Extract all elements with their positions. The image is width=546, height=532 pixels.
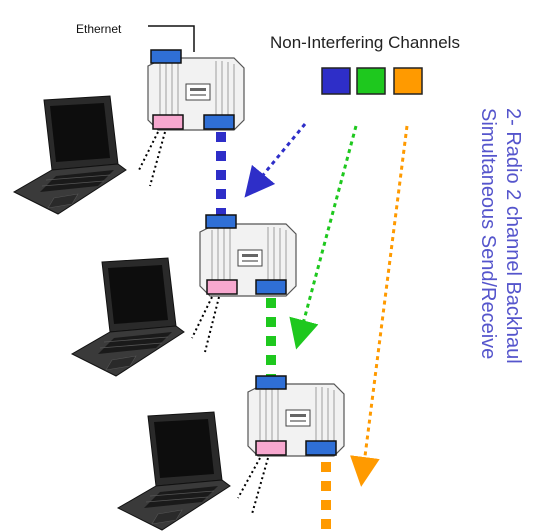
- channel-swatch-green: [356, 67, 386, 95]
- radio-port-top: [150, 49, 182, 64]
- laptop-icon: [13, 95, 127, 215]
- wireless-client-link: [237, 457, 261, 499]
- laptop-icon: [71, 257, 185, 377]
- radio-port-blue: [255, 279, 287, 295]
- channel-swatch-blue: [321, 67, 351, 95]
- radio-port-blue: [203, 114, 235, 130]
- mesh-node-1: [13, 49, 245, 215]
- radio-port-pink: [206, 279, 238, 295]
- side-caption-line1: 2- Radio 2 channel Backhaul: [502, 108, 524, 364]
- channel-swatch-orange: [393, 67, 423, 95]
- wireless-client-link: [191, 296, 213, 339]
- wireless-client-link: [149, 131, 166, 187]
- radio-port-blue: [305, 440, 337, 456]
- side-caption-line2: Simultaneous Send/Receive: [477, 108, 499, 359]
- ethernet-callout-line: [148, 25, 195, 52]
- laptop-icon: [117, 411, 231, 531]
- channels-label: Non-Interfering Channels: [270, 33, 460, 52]
- channel-arrow-green: [289, 125, 358, 350]
- ethernet-label: Ethernet: [76, 22, 122, 36]
- radio-port-pink: [152, 114, 184, 130]
- radio-port-top: [205, 214, 237, 229]
- mesh-node-3: [117, 375, 345, 531]
- radio-port-pink: [255, 440, 287, 456]
- channel-arrow-orange: [350, 125, 409, 487]
- channel-arrow-blue: [244, 123, 307, 198]
- radio-port-top: [255, 375, 287, 390]
- wireless-client-link: [204, 296, 220, 353]
- mesh-node-2: [71, 214, 297, 377]
